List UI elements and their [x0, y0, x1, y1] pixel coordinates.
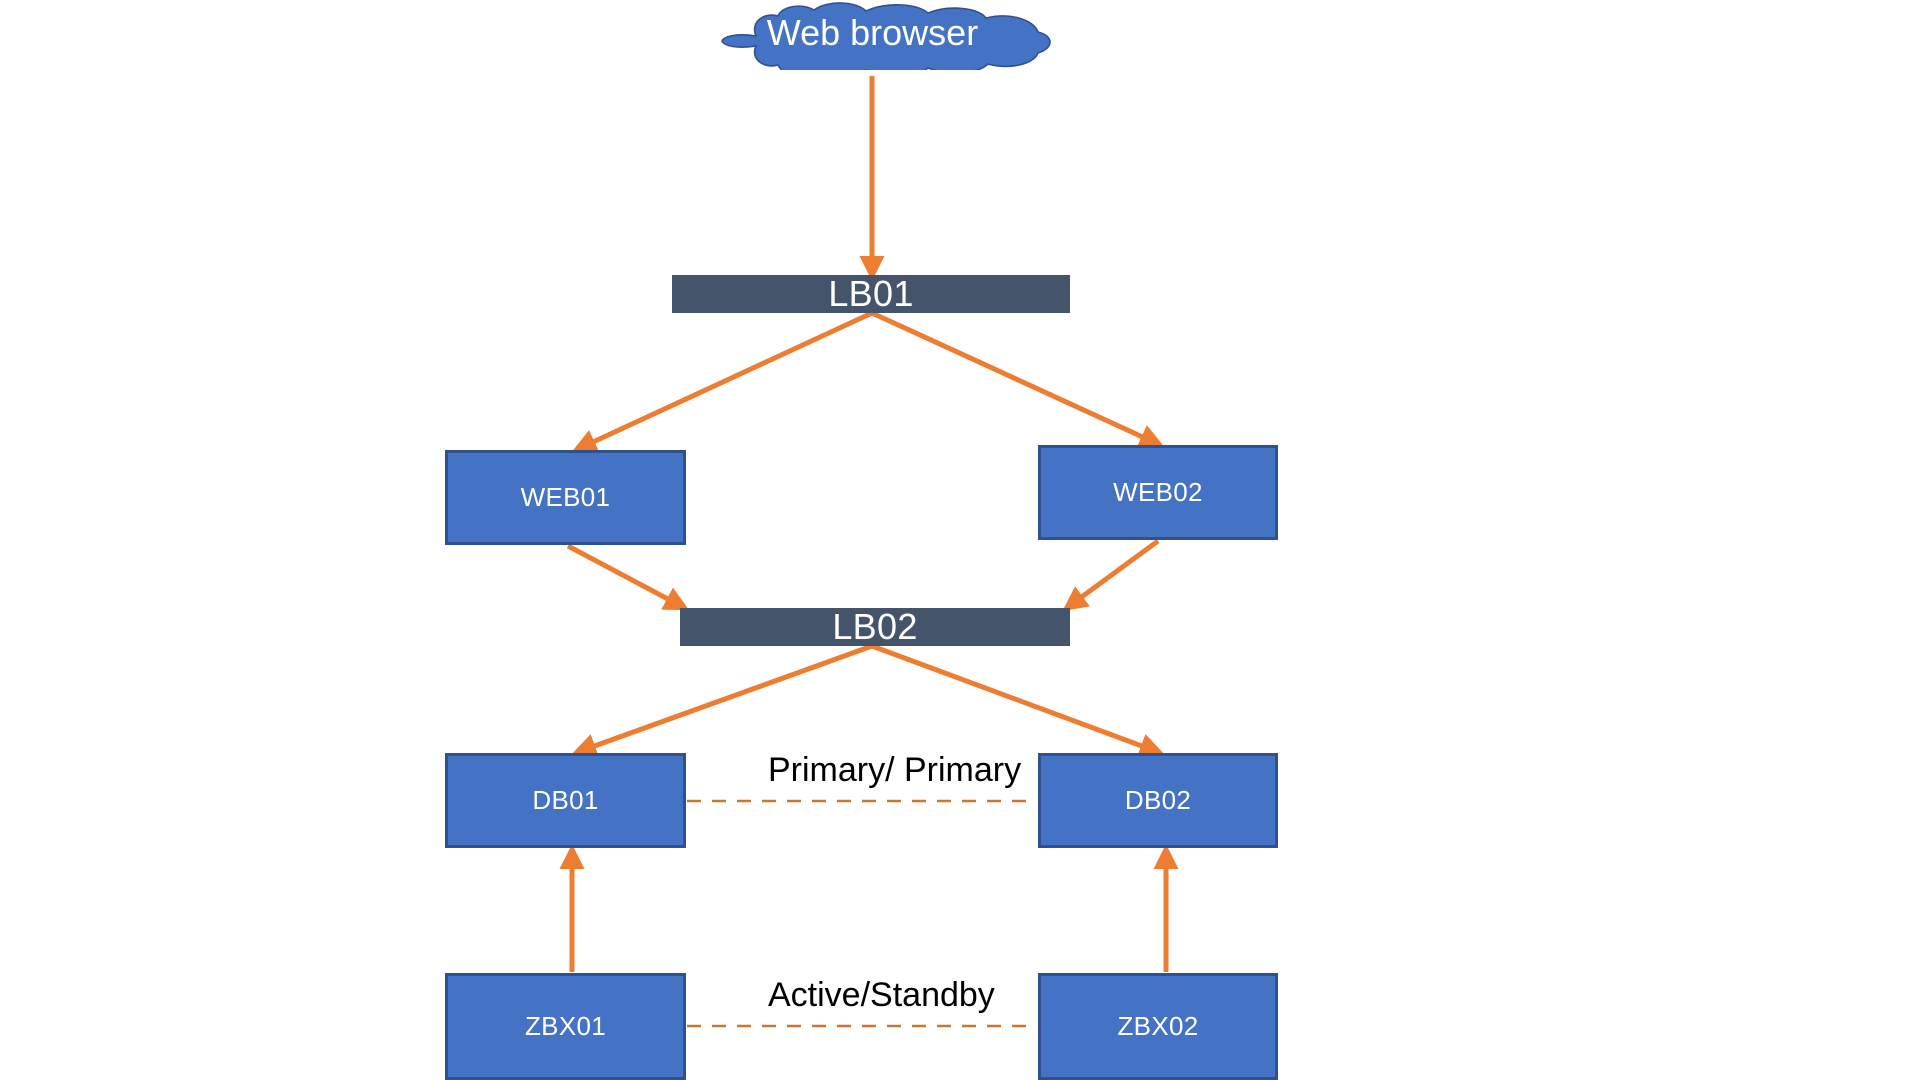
- node-label-lb01: LB01: [828, 273, 914, 314]
- node-label-lb02: LB02: [832, 606, 918, 647]
- node-label-zbx01: ZBX01: [525, 1011, 606, 1041]
- node-label-db02: DB02: [1124, 785, 1192, 815]
- edge-lb02-to-db01: [571, 643, 873, 758]
- node-db01[interactable]: DB01: [445, 753, 686, 848]
- node-db02[interactable]: DB02: [1038, 753, 1278, 848]
- edge-web02-to-lb02: [1062, 538, 1160, 612]
- edge-lb01-to-web02: [870, 310, 1165, 448]
- node-zbx02[interactable]: ZBX02: [1038, 973, 1278, 1080]
- edge-label-zbx-failover: Active/Standby: [768, 976, 995, 1014]
- node-web02[interactable]: WEB02: [1038, 445, 1278, 540]
- edge-lb02-to-db02: [871, 643, 1165, 758]
- edge-label-db-replication: Primary/ Primary: [768, 751, 1022, 789]
- node-label-web-browser: Web browser: [766, 12, 979, 53]
- node-zbx01[interactable]: ZBX01: [445, 973, 686, 1080]
- node-lb02[interactable]: LB02: [680, 606, 1070, 647]
- node-label-web02: WEB02: [1113, 477, 1203, 507]
- edge-web01-to-lb02: [566, 543, 690, 611]
- cloud-shape-icon: [721, 2, 1051, 70]
- node-label-web01: WEB01: [520, 482, 611, 512]
- edge-lb01-to-web01: [571, 310, 874, 453]
- node-web01[interactable]: WEB01: [445, 450, 686, 545]
- node-label-db01: DB01: [532, 785, 599, 815]
- node-label-zbx02: ZBX02: [1117, 1011, 1199, 1041]
- node-lb01[interactable]: LB01: [672, 273, 1070, 314]
- node-web-browser[interactable]: Web browser: [690, 2, 1055, 70]
- edges-group: [559, 76, 1179, 1028]
